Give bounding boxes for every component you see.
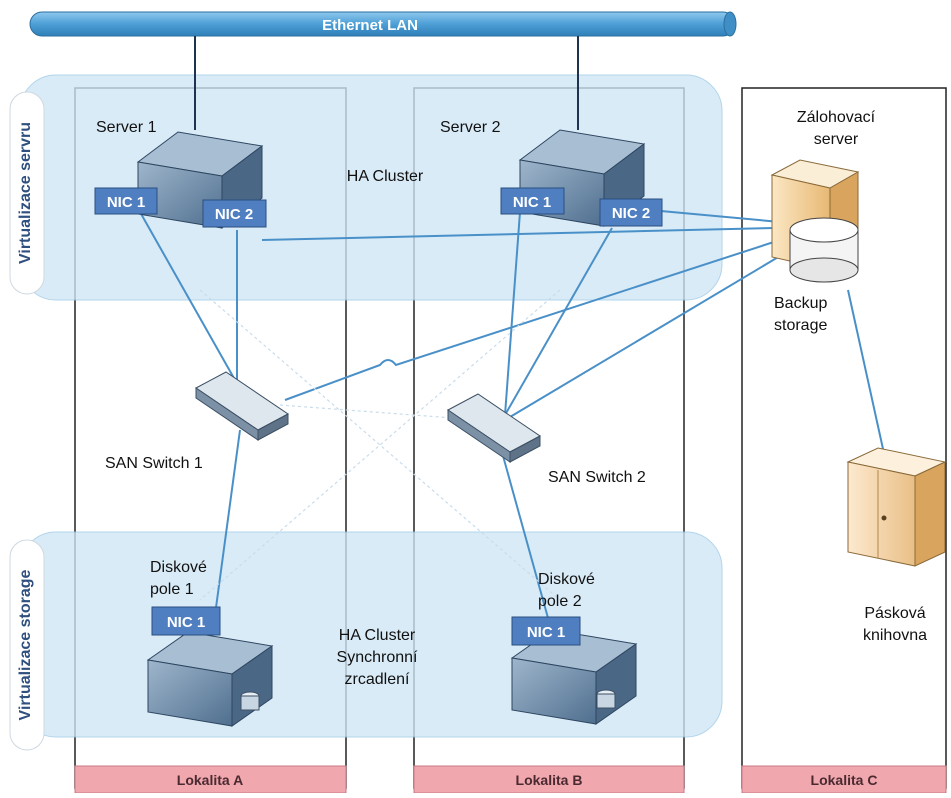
storage-cluster-line1: HA Cluster	[339, 627, 416, 644]
server2-nic1-switch2-link	[504, 211, 521, 416]
tape-library-front	[847, 461, 916, 567]
array2-label-line2: pole 2	[538, 593, 582, 610]
server2-nic2-switch2-link	[504, 227, 613, 416]
switch1-side	[257, 413, 289, 441]
array2-nic1: NIC 1	[511, 616, 581, 646]
ethernet-lan: Ethernet LAN	[29, 11, 737, 130]
server1-nic2-box	[202, 199, 267, 228]
location-a-label: Lokalita A	[177, 772, 243, 788]
tape-library-lock-icon	[881, 515, 887, 521]
array2-nic1-box	[511, 616, 581, 646]
tape-library: Pásková knihovna	[846, 447, 947, 644]
server2-nic1-box	[500, 187, 565, 215]
tape-library-label-line1: Pásková	[864, 605, 925, 622]
location-b-bar	[413, 765, 685, 794]
backup-storage-label-line1: Backup	[774, 295, 827, 312]
storage-cluster-line2: Synchronní	[337, 649, 418, 666]
backup-server-label-line1: Zálohovací	[797, 109, 876, 126]
array1-nic1-label: NIC 1	[167, 614, 205, 631]
cross-link-a	[199, 289, 561, 601]
san-switch-2: SAN Switch 2	[447, 393, 646, 486]
array2-disk-body	[596, 693, 616, 709]
server2-label: Server 2	[440, 119, 501, 136]
server2-nic2-label: NIC 2	[612, 205, 650, 222]
storage-cluster-label: HA Cluster Synchronní zrcadlení	[337, 627, 418, 688]
cross-link-b	[199, 289, 561, 601]
server2-nic2-box	[599, 198, 663, 227]
server1-nic1-box	[94, 187, 158, 215]
location-c-label: Lokalita C	[811, 772, 878, 788]
server-cluster-label: HA Cluster	[347, 168, 424, 185]
backup-storage-icon	[789, 217, 859, 243]
switch2-backup-link	[504, 249, 791, 421]
storage-virtualization-tab	[9, 539, 45, 751]
switch2-label: SAN Switch 2	[548, 469, 646, 486]
server1-nic1-switch1-link	[139, 211, 236, 381]
switch2-array2-link	[499, 444, 549, 619]
storage-virtualization-label: Virtualizace storage	[17, 569, 34, 720]
server2-nic1-label: NIC 1	[513, 194, 551, 211]
location-labels: Lokalita A Lokalita B Lokalita C	[74, 765, 947, 794]
location-c-bar	[741, 765, 947, 794]
backup-server-label-line2: server	[814, 131, 859, 148]
switch2-side	[509, 435, 541, 463]
server1-label: Server 1	[96, 119, 157, 136]
server1-backup-link	[261, 227, 776, 241]
array2-nic1-label: NIC 1	[527, 624, 565, 641]
server1-nic1-label: NIC 1	[107, 194, 145, 211]
location-b-label: Lokalita B	[516, 772, 583, 788]
disk-array-1: Diskové pole 1 NIC 1	[146, 559, 274, 727]
switch1-label: SAN Switch 1	[105, 455, 203, 472]
server-virtualization-label: Virtualizace servru	[17, 122, 34, 264]
storage-cluster-line3: zrcadlení	[345, 671, 410, 688]
array1-label-line2: pole 1	[150, 581, 194, 598]
array1-nic1-box	[151, 606, 221, 636]
ethernet-lan-label: Ethernet LAN	[322, 17, 418, 34]
backup-storage: Backup storage	[774, 217, 859, 334]
zone-tabs: Virtualizace servru Virtualizace storage	[9, 91, 45, 751]
array1-disk-body	[240, 695, 260, 711]
array1-label-line1: Diskové	[150, 559, 207, 576]
ethernet-bus-end	[723, 11, 737, 37]
server-2: Server 2 NIC 1 NIC 2	[440, 119, 663, 227]
server1-nic1: NIC 1	[94, 187, 158, 215]
san-switch-1: SAN Switch 1	[105, 371, 289, 472]
server-virtualization-tab	[9, 91, 45, 295]
server2-nic2: NIC 2	[599, 198, 663, 227]
disk-array-2: Diskové pole 2 NIC 1	[510, 571, 638, 725]
array1-nic1: NIC 1	[151, 606, 221, 636]
server1-nic2: NIC 2	[202, 199, 267, 228]
cross-links	[199, 289, 561, 601]
backup-storage-label-line2: storage	[774, 317, 827, 334]
tape-library-side	[914, 461, 946, 567]
server2-nic1: NIC 1	[500, 187, 565, 215]
backup-tape-link	[847, 289, 886, 459]
switch1-backup-link	[284, 239, 781, 401]
server-1: Server 1 NIC 1 NIC 2	[94, 119, 267, 229]
backup-storage-base	[789, 257, 859, 283]
server1-nic2-label: NIC 2	[215, 206, 253, 223]
server2-backup-link	[649, 209, 781, 223]
tape-library-label-line2: knihovna	[863, 627, 927, 644]
array2-label-line1: Diskové	[538, 571, 595, 588]
